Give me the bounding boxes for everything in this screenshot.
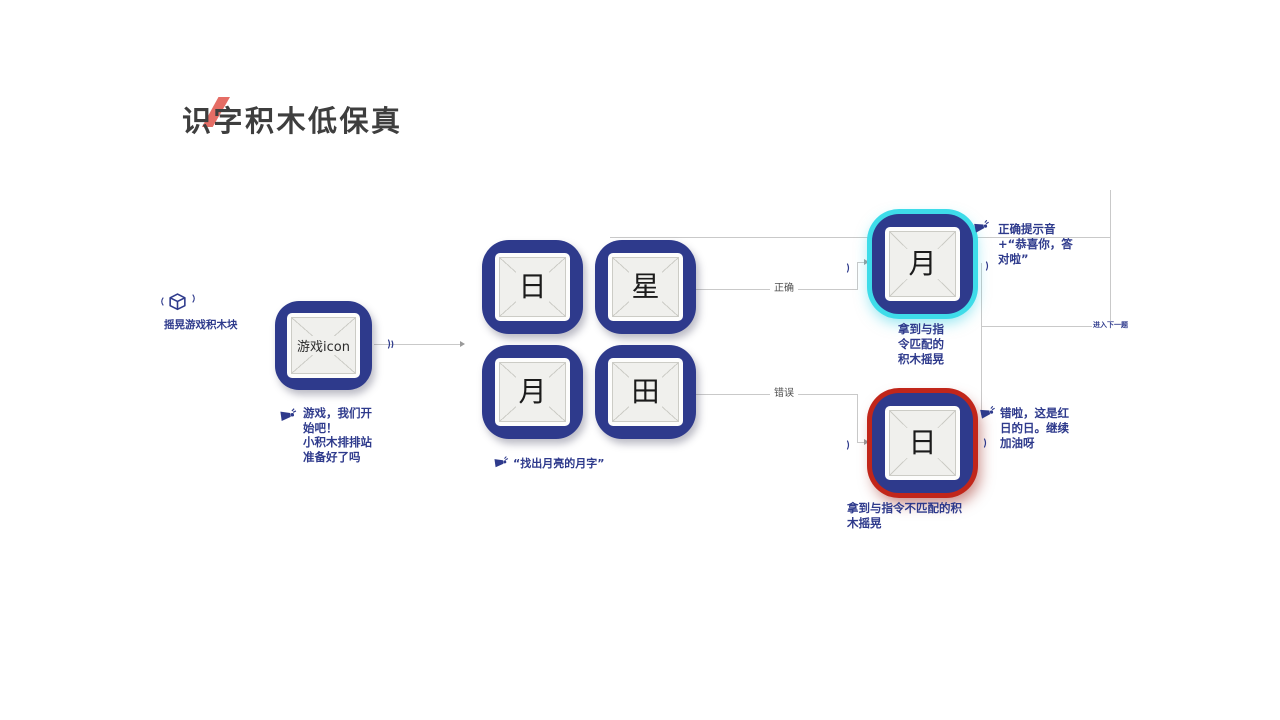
image-placeholder: 游戏icon	[291, 317, 356, 374]
next-step-label: 进入下一题	[1092, 321, 1129, 329]
shake-mark-icon	[159, 297, 165, 306]
voice-instruction: “找出月亮的月字”	[513, 457, 605, 470]
correct-caption: 拿到与指 令匹配的 积木摇晃	[898, 322, 944, 366]
loop-line-feedback-rail	[981, 263, 982, 415]
shake-mark-icon	[984, 261, 992, 271]
wrong-feedback-text: 错啦，这是红 日的日。继续 加油呀	[1000, 406, 1069, 450]
choice-block-yue: 月	[482, 345, 583, 439]
shake-mark-icon	[191, 294, 197, 303]
correct-branch-elbow	[857, 262, 858, 290]
arrowhead-icon	[460, 341, 465, 347]
arrowhead-icon	[864, 439, 869, 445]
block-character: 星	[629, 269, 662, 303]
correct-branch-label: 正确	[770, 283, 798, 295]
megaphone-icon	[493, 455, 510, 470]
game-icon-block: 游戏icon	[275, 301, 372, 390]
arrowhead-icon	[864, 259, 869, 265]
connector-intro-to-choices	[374, 344, 460, 345]
correct-feedback-text: 正确提示音 +“恭喜你，答 对啦”	[998, 222, 1073, 266]
loop-line-right-rail	[1110, 190, 1111, 326]
wrong-branch-stub	[857, 442, 865, 443]
shake-mark-icon	[845, 440, 853, 450]
correct-branch-stub	[857, 262, 865, 263]
block-character: 田	[629, 374, 662, 408]
choice-block-tian: 田	[595, 345, 696, 439]
choice-block-ri: 日	[482, 240, 583, 334]
block-face: 游戏icon	[287, 313, 360, 378]
page-title: 识字积木低保真	[182, 104, 403, 138]
shake-mark-icon	[845, 263, 853, 273]
shake-mark-icon	[386, 339, 394, 349]
wrong-branch-label: 错误	[770, 388, 798, 400]
choice-block-xing: 星	[595, 240, 696, 334]
shake-mark-icon	[982, 438, 990, 448]
block-character: 月	[906, 246, 939, 280]
correct-result-block: 月	[872, 214, 973, 314]
cube-caption: 摇晃游戏积木块	[164, 319, 238, 331]
loop-line-top	[610, 237, 1110, 238]
loop-line-next	[981, 326, 1110, 327]
megaphone-icon	[279, 407, 298, 424]
block-character: 日	[906, 425, 939, 459]
wrong-branch-elbow	[857, 394, 858, 442]
intro-speech-1: 游戏，我们开 始吧！	[303, 406, 372, 435]
megaphone-icon	[979, 404, 998, 421]
cube-icon	[167, 292, 188, 313]
game-icon-label: 游戏icon	[295, 336, 352, 355]
block-character: 月	[516, 374, 549, 408]
wrong-caption: 拿到与指令不匹配的积 木摇晃	[847, 501, 962, 530]
intro-speech-2: 小积木排排站 准备好了吗	[303, 435, 372, 464]
wrong-result-block: 日	[872, 393, 973, 493]
block-character: 日	[516, 269, 549, 303]
megaphone-icon	[973, 218, 992, 235]
